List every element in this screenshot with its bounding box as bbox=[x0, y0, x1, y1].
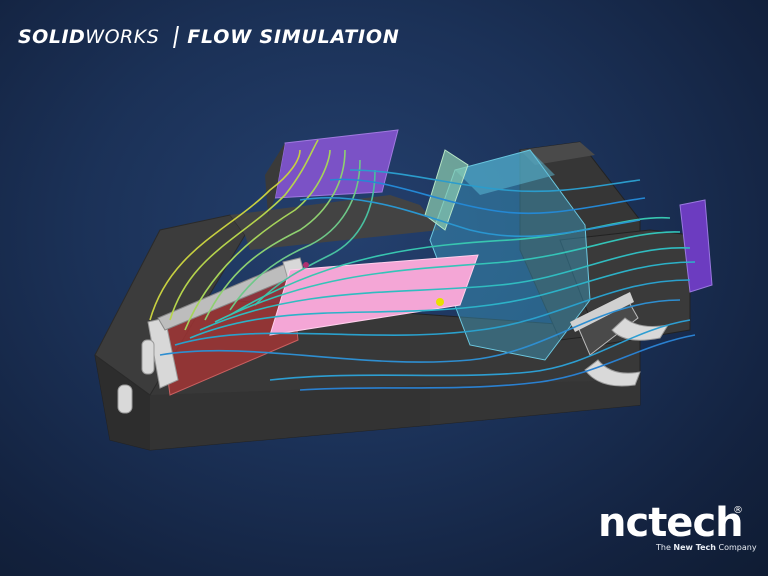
housing-top-deck bbox=[230, 195, 440, 250]
logo-wordmark: nctech bbox=[598, 500, 744, 546]
pipe-left bbox=[117, 339, 155, 414]
product-title: FLOW SIMULATION bbox=[187, 26, 400, 48]
housing-bottom-face bbox=[150, 385, 430, 450]
tagline-post: Company bbox=[715, 543, 757, 552]
registered-mark: ® bbox=[733, 505, 743, 516]
tagline-pre: The bbox=[656, 543, 674, 552]
inlet-top-base bbox=[265, 143, 285, 215]
probe-point-yellow bbox=[436, 298, 444, 306]
blue-duct-top bbox=[455, 150, 555, 195]
tagline-bold: New Tech bbox=[673, 543, 716, 552]
inlet-right-purple bbox=[679, 199, 713, 293]
housing-bottom-face-right bbox=[430, 380, 640, 425]
brand-works: WORKS bbox=[85, 26, 160, 48]
probe-point-magenta bbox=[303, 262, 309, 268]
green-panel bbox=[424, 149, 469, 231]
logo-tagline: The New Tech Company bbox=[656, 543, 757, 552]
pink-panel bbox=[269, 254, 479, 336]
nctech-logo: nctech ® The New Tech Company bbox=[598, 500, 757, 552]
brand-solid: SOLID bbox=[18, 26, 86, 48]
streamlines bbox=[149, 139, 696, 391]
